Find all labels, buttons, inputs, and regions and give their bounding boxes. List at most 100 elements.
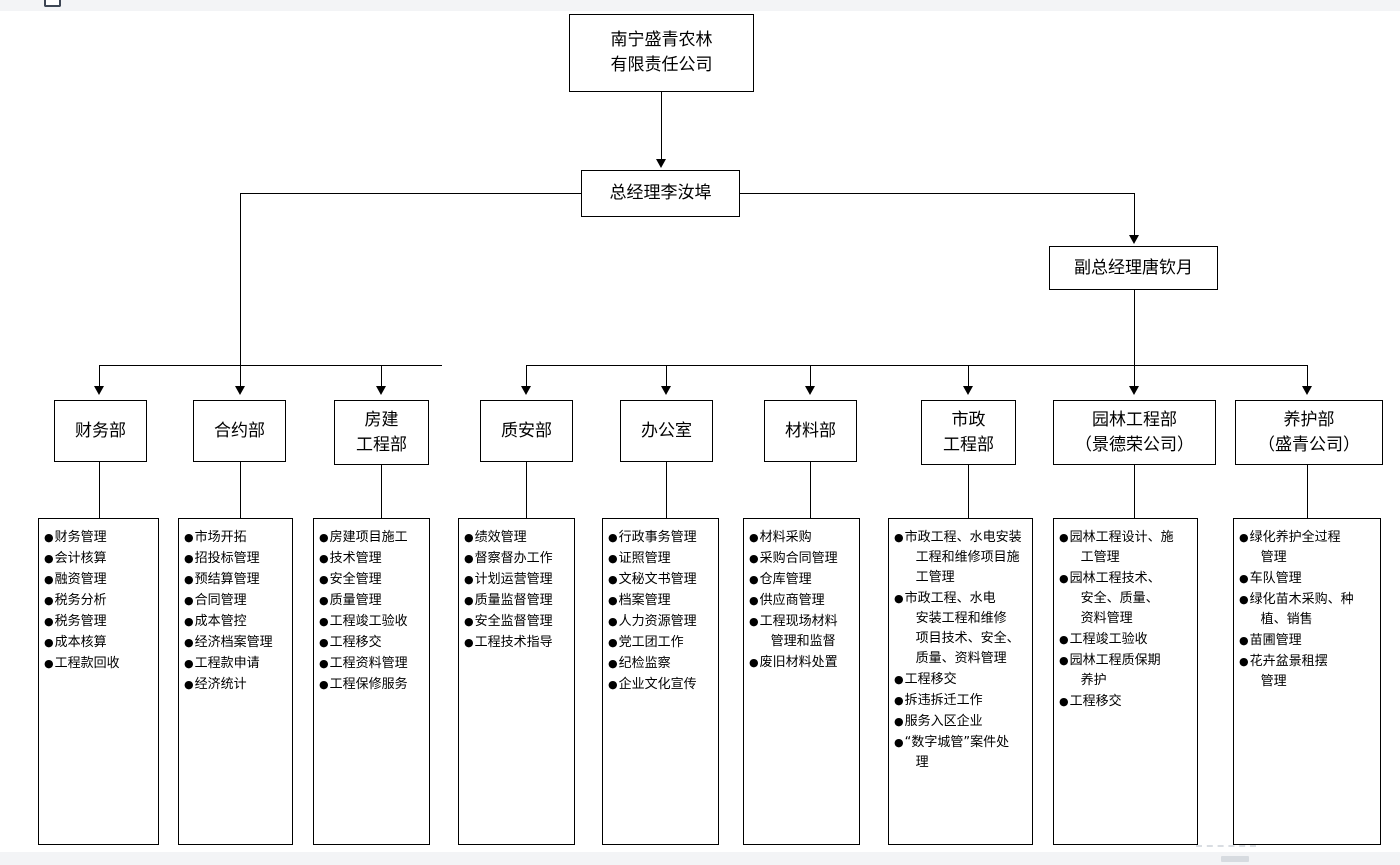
dept-box-municipal[interactable]: 市政 工程部 [921,400,1016,465]
bus-left-drop-2 [240,365,241,387]
dept-maintain-line1: 养护部 [1283,409,1335,430]
duty-item-text: 技术管理 [329,551,382,566]
bullet-icon: ● [44,615,54,628]
bus-right-drop-3 [810,365,811,387]
duty-item-text: 证照管理 [618,551,671,566]
bullet-icon: ● [184,594,194,607]
dept-box-office[interactable]: 办公室 [620,400,713,462]
duty-item-text: 融资管理 [54,572,107,587]
duty-item-text: 绩效管理 [474,530,527,545]
stem-municipal [968,465,969,518]
dept-box-maintain[interactable]: 养护部 （盛青公司） [1235,400,1383,465]
duty-item-text: 园林工程技术、安全、质量、资料管理 [1070,569,1193,629]
duty-item-text: 行政事务管理 [618,530,697,545]
duty-item-continuation: 安装工程和维修 [915,611,1007,626]
duty-item: ●招投标管理 [184,549,288,569]
connector-root-to-gm [661,92,662,160]
bullet-icon: ● [184,657,194,670]
duty-item: ●材料采购 [749,528,855,548]
scrollbar-nub[interactable] [1221,856,1249,862]
bullet-icon: ● [319,636,329,649]
duty-item-continuation: 工程和维修项目施 [915,550,1020,565]
node-root-line2: 有限责任公司 [610,55,713,75]
duty-item-text: 园林工程设计、施工管理 [1070,528,1193,568]
duty-item-text: 绿化养护全过程管理 [1250,528,1376,568]
bus-right-drop-4 [968,365,969,387]
dept-building-line2: 工程部 [356,434,407,455]
dept-box-landscape[interactable]: 园林工程部 （景德荣公司） [1053,400,1216,465]
duty-list-office[interactable]: ●行政事务管理●证照管理●文秘文书管理●档案管理●人力资源管理●党工团工作●纪检… [602,518,719,845]
node-vgm-label: 副总经理唐钦月 [1074,257,1193,278]
bullet-icon: ● [1239,531,1249,544]
duty-item-text: 督察督办工作 [474,551,553,566]
duty-item: ●绩效管理 [464,528,570,548]
duty-list-quality[interactable]: ●绩效管理●督察督办工作●计划运营管理●质量监督管理●安全监督管理●工程技术指导 [458,518,575,845]
connector-vgm-down [1134,290,1135,387]
arrow-root-to-gm [656,159,666,168]
duty-list-finance[interactable]: ●财务管理●会计核算●融资管理●税务分析●税务管理●成本核算●工程款回收 [38,518,159,845]
duty-item-continuation: 理 [915,755,929,770]
duty-item: ●人力资源管理 [608,612,714,632]
duty-item: ●苗圃管理 [1239,631,1376,651]
duty-item: ●督察督办工作 [464,549,570,569]
node-root-company[interactable]: 南宁盛青农林 有限责任公司 [569,14,754,92]
duty-item: ●会计核算 [44,549,154,569]
node-general-manager[interactable]: 总经理李汝埠 [581,170,740,217]
stem-landscape [1134,465,1135,518]
arrow-to-dept-quality [521,386,531,395]
bullet-icon: ● [894,715,904,728]
dept-box-contract[interactable]: 合约部 [193,400,286,462]
bullet-icon: ● [749,531,759,544]
duty-item-text: 服务入区企业 [904,714,983,729]
bullet-icon: ● [1239,634,1249,647]
bullet-icon: ● [608,678,618,691]
duty-item-text: 市场开拓 [194,530,247,545]
duty-item: ●市场开拓 [184,528,288,548]
bus-left-drop-1 [99,365,100,387]
dept-box-finance[interactable]: 财务部 [54,400,147,462]
duty-list-landscape[interactable]: ●园林工程设计、施工管理●园林工程技术、安全、质量、资料管理●工程竣工验收●园林… [1053,518,1198,845]
arrow-to-dept-material [805,386,815,395]
duty-item: ●财务管理 [44,528,154,548]
duty-item: ●“数字城管”案件处理 [894,733,1028,773]
duty-list-material[interactable]: ●材料采购●采购合同管理●仓库管理●供应商管理●工程现场材料管理和监督●废旧材料… [743,518,860,845]
duty-item: ●服务入区企业 [894,712,1028,732]
stem-contract [240,462,241,518]
dept-box-building[interactable]: 房建 工程部 [334,400,429,465]
duty-list-contract[interactable]: ●市场开拓●招投标管理●预结算管理●合同管理●成本管控●经济档案管理●工程款申请… [178,518,293,845]
dept-finance-line1: 财务部 [75,420,126,441]
bullet-icon: ● [1059,654,1069,667]
duty-item-text: 税务管理 [54,614,107,629]
bullet-icon: ● [608,531,618,544]
dept-box-quality[interactable]: 质安部 [480,400,573,462]
duty-item-text: 工程保修服务 [329,677,408,692]
arrow-to-dept-municipal [963,386,973,395]
duty-item: ●工程移交 [319,633,425,653]
duty-list-building[interactable]: ●房建项目施工●技术管理●安全管理●质量管理●工程竣工验收●工程移交●工程资料管… [313,518,430,845]
dept-landscape-line2: （景德荣公司） [1075,434,1194,455]
duty-item-text: 园林工程质保期养护 [1070,651,1193,691]
duty-item: ●市政工程、水电安装工程和维修项目施工管理 [894,528,1028,588]
dept-landscape-line1: 园林工程部 [1092,409,1177,430]
duty-item: ●绿化苗木采购、种植、销售 [1239,590,1376,630]
bullet-icon: ● [749,656,759,669]
duty-item: ●花卉盆景租摆管理 [1239,652,1376,692]
duty-item-continuation: 管理和监督 [770,634,836,649]
duty-item-text: 工程技术指导 [474,635,553,650]
duty-list-municipal[interactable]: ●市政工程、水电安装工程和维修项目施工管理●市政工程、水电安装工程和维修项目技术… [888,518,1033,845]
duty-item-text: 合同管理 [194,593,247,608]
dept-box-material[interactable]: 材料部 [764,400,857,462]
bullet-icon: ● [894,736,904,749]
bullet-icon: ● [464,531,474,544]
node-root-line1: 南宁盛青农林 [610,30,713,51]
duty-item-continuation: 安全、质量、 [1080,591,1159,606]
bullet-icon: ● [608,636,618,649]
bullet-icon: ● [44,594,54,607]
duty-list-maintain[interactable]: ●绿化养护全过程管理●车队管理●绿化苗木采购、种植、销售●苗圃管理●花卉盆景租摆… [1233,518,1381,845]
node-vice-general-manager[interactable]: 副总经理唐钦月 [1049,246,1218,290]
stem-maintain [1307,465,1308,518]
dept-office-line1: 办公室 [641,420,692,441]
duty-item-text: 经济统计 [194,677,247,692]
arrow-to-dept-building [376,386,386,395]
bullet-icon: ● [184,615,194,628]
